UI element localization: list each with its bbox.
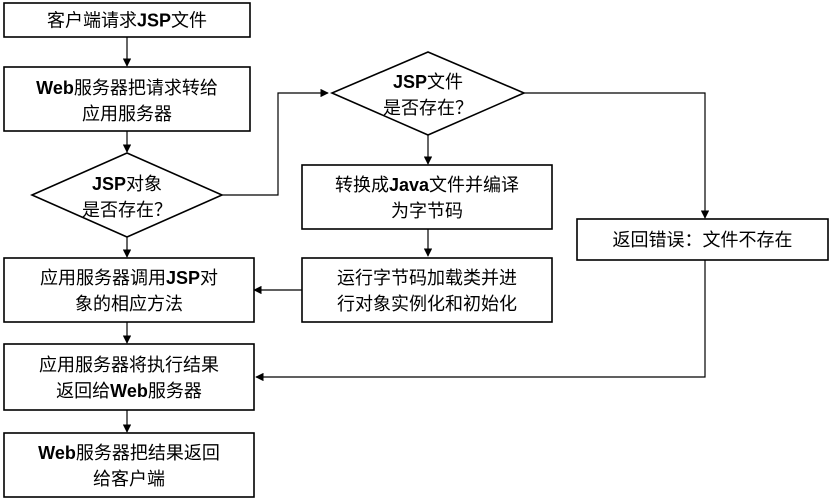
label-jsp-object-exists: JSP对象是否存在？ <box>82 174 172 220</box>
jsp-file-exists-line-2: 是否存在？ <box>383 98 473 118</box>
label-segment: 应用服务器将执行结果 <box>39 355 219 375</box>
label-convert-compile: 转换成Java文件并编译为字节码 <box>335 175 519 221</box>
jsp-object-exists-line-1: JSP对象 <box>92 174 162 194</box>
label-segment: 是否存在？ <box>82 200 172 220</box>
box-call-method <box>3 257 255 323</box>
edge-error-to-return <box>255 260 706 382</box>
return-to-web-line-1: 应用服务器将执行结果 <box>39 355 219 375</box>
box-convert-compile <box>301 164 553 230</box>
web-return-client-line-1: Web服务器把结果返回 <box>38 443 220 463</box>
box-error-not-exist <box>576 218 829 261</box>
web-forward-line-1: Web服务器把请求转给 <box>36 78 218 98</box>
label-segment: 文件 <box>171 11 207 31</box>
label-segment: 运行字节码加载类并进 <box>337 268 517 288</box>
edge-file-no-to-error <box>524 92 710 219</box>
label-load-instantiate: 运行字节码加载类并进行对象实例化和初始化 <box>337 268 517 314</box>
load-instantiate-line-2: 行对象实例化和初始化 <box>337 294 517 314</box>
label-segment: 文件并编译 <box>429 175 519 195</box>
label-segment: 为字节码 <box>391 201 463 221</box>
label-segment: JSP <box>393 72 427 92</box>
label-web-forward: Web服务器把请求转给应用服务器 <box>36 78 218 124</box>
return-to-web-line-2: 返回给Web服务器 <box>56 381 202 401</box>
box-return-to-web <box>3 343 255 411</box>
web-forward-line-2: 应用服务器 <box>82 104 172 124</box>
label-segment: 客户端请求 <box>47 11 137 31</box>
label-error-not-exist: 返回错误：文件不存在 <box>613 230 793 250</box>
label-segment: 返回错误：文件不存在 <box>613 230 793 250</box>
label-segment: Web <box>110 381 148 401</box>
label-segment: 转换成 <box>335 175 389 195</box>
box-client-request <box>3 2 251 38</box>
label-segment: 对象 <box>126 174 162 194</box>
label-return-to-web: 应用服务器将执行结果返回给Web服务器 <box>39 355 219 401</box>
client-request-line-1: 客户端请求JSP文件 <box>47 11 207 31</box>
load-instantiate-line-1: 运行字节码加载类并进 <box>337 268 517 288</box>
error-not-exist-line-1: 返回错误：文件不存在 <box>613 230 793 250</box>
label-segment: Web <box>38 443 76 463</box>
label-segment: 行对象实例化和初始化 <box>337 294 517 314</box>
edge-object-no-to-file-check <box>222 88 329 196</box>
label-segment: Java <box>389 175 430 195</box>
diamond-jsp-object-exists <box>30 152 224 238</box>
label-segment: 服务器 <box>148 381 202 401</box>
label-segment: 象的相应方法 <box>75 294 183 314</box>
jsp-object-exists-line-2: 是否存在？ <box>82 200 172 220</box>
label-segment: 文件 <box>427 72 463 92</box>
box-load-instantiate <box>301 257 553 323</box>
web-return-client-line-2: 给客户端 <box>93 469 165 489</box>
label-segment: 对 <box>200 268 218 288</box>
box-web-return-client <box>3 432 255 498</box>
label-web-return-client: Web服务器把结果返回给客户端 <box>38 443 220 489</box>
label-jsp-file-exists: JSP文件是否存在？ <box>383 72 473 118</box>
label-segment: JSP <box>166 268 200 288</box>
label-client-request: 客户端请求JSP文件 <box>47 11 207 31</box>
label-segment: 服务器把结果返回 <box>76 443 220 463</box>
label-segment: JSP <box>137 11 171 31</box>
jsp-file-exists-line-1: JSP文件 <box>393 72 463 92</box>
label-segment: 服务器把请求转给 <box>74 78 218 98</box>
call-method-line-2: 象的相应方法 <box>75 294 183 314</box>
call-method-line-1: 应用服务器调用JSP对 <box>40 268 218 288</box>
label-segment: 应用服务器调用 <box>40 268 166 288</box>
convert-compile-line-2: 为字节码 <box>391 201 463 221</box>
label-segment: 给客户端 <box>93 469 165 489</box>
box-web-forward <box>3 66 251 132</box>
convert-compile-line-1: 转换成Java文件并编译 <box>335 175 519 195</box>
label-segment: JSP <box>92 174 126 194</box>
label-call-method: 应用服务器调用JSP对象的相应方法 <box>40 268 218 314</box>
label-segment: 是否存在？ <box>383 98 473 118</box>
label-segment: 应用服务器 <box>82 104 172 124</box>
label-segment: Web <box>36 78 74 98</box>
label-segment: 返回给 <box>56 381 110 401</box>
flow-edges <box>122 37 710 433</box>
diamond-jsp-file-exists <box>329 51 527 136</box>
